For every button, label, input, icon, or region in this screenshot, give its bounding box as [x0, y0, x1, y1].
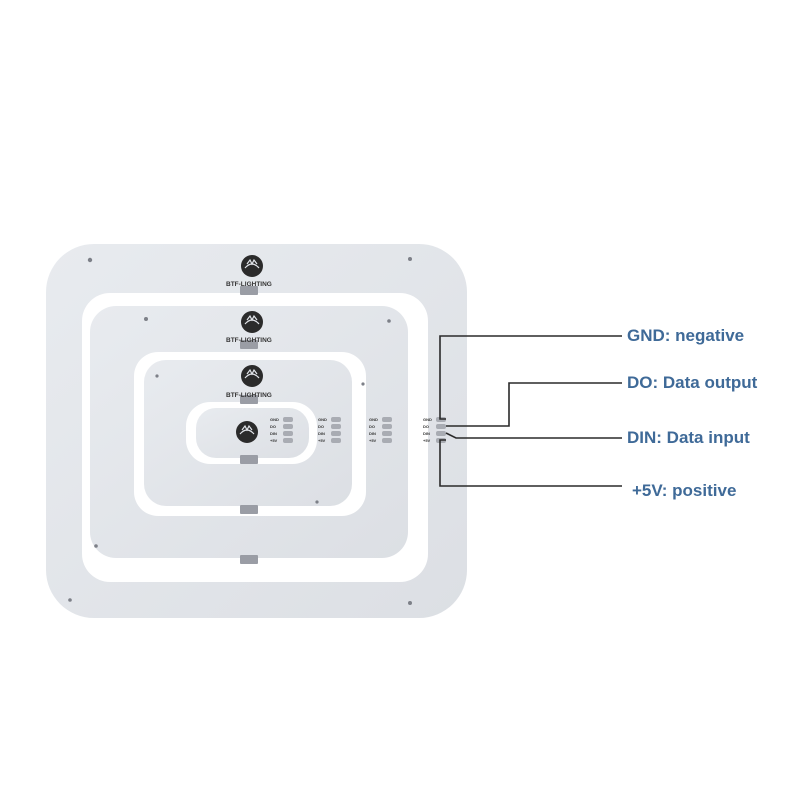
- pad-label: DO: [369, 424, 375, 429]
- pad-label: +5V: [318, 438, 326, 443]
- callout-gnd: GND: negative: [627, 326, 744, 345]
- pad-label: GND: [318, 417, 327, 422]
- wire-gnd: [439, 335, 622, 420]
- pad-label: GND: [423, 417, 432, 422]
- pad-label: DO: [423, 424, 429, 429]
- brand-logo-3: BTF-LIGHTING: [226, 365, 272, 399]
- brand-text: BTF-LIGHTING: [226, 337, 272, 344]
- brand-text: BTF-LIGHTING: [226, 281, 272, 288]
- wire-din: [445, 432, 622, 439]
- board-holes: [68, 257, 412, 605]
- pad-group-ring-2: GND DO DIN +5V: [369, 417, 392, 443]
- logo-icon: [241, 311, 263, 333]
- pad-label: GND: [369, 417, 378, 422]
- pad-label: DIN: [318, 431, 325, 436]
- wire-5v: [439, 439, 622, 487]
- pad-label: +5V: [369, 438, 377, 443]
- pad-label: DO: [318, 424, 324, 429]
- pad-label: DIN: [270, 431, 277, 436]
- pad-group-ring-1: GND DO DIN +5V: [423, 417, 446, 443]
- callout-do: DO: Data output: [627, 373, 758, 392]
- brand-text: BTF-LIGHTING: [226, 392, 272, 399]
- pad-label: +5V: [423, 438, 431, 443]
- brand-logo-2: BTF-LIGHTING: [226, 311, 272, 344]
- ring-2: [90, 306, 408, 558]
- ring-3: [144, 360, 352, 506]
- logo-icon: [241, 255, 263, 277]
- logo-icon: [241, 365, 263, 387]
- ring-1: [46, 244, 467, 618]
- pad-label: GND: [270, 417, 279, 422]
- pad-label: DIN: [369, 431, 376, 436]
- wire-do: [446, 382, 622, 427]
- callout-wires: [439, 335, 622, 487]
- pad-group-ring-3: GND DO DIN +5V: [318, 417, 341, 443]
- solder-joints: [240, 286, 258, 564]
- pad-label: +5V: [270, 438, 278, 443]
- brand-logo-4: [236, 421, 258, 443]
- callout-din: DIN: Data input: [627, 428, 750, 447]
- pad-label: DO: [270, 424, 276, 429]
- logo-icon: [236, 421, 258, 443]
- callout-5v: +5V: positive: [632, 481, 736, 500]
- pad-group-ring-4: GND DO DIN +5V: [270, 417, 293, 443]
- pad-label: DIN: [423, 431, 430, 436]
- brand-logo-1: BTF-LIGHTING: [226, 255, 272, 288]
